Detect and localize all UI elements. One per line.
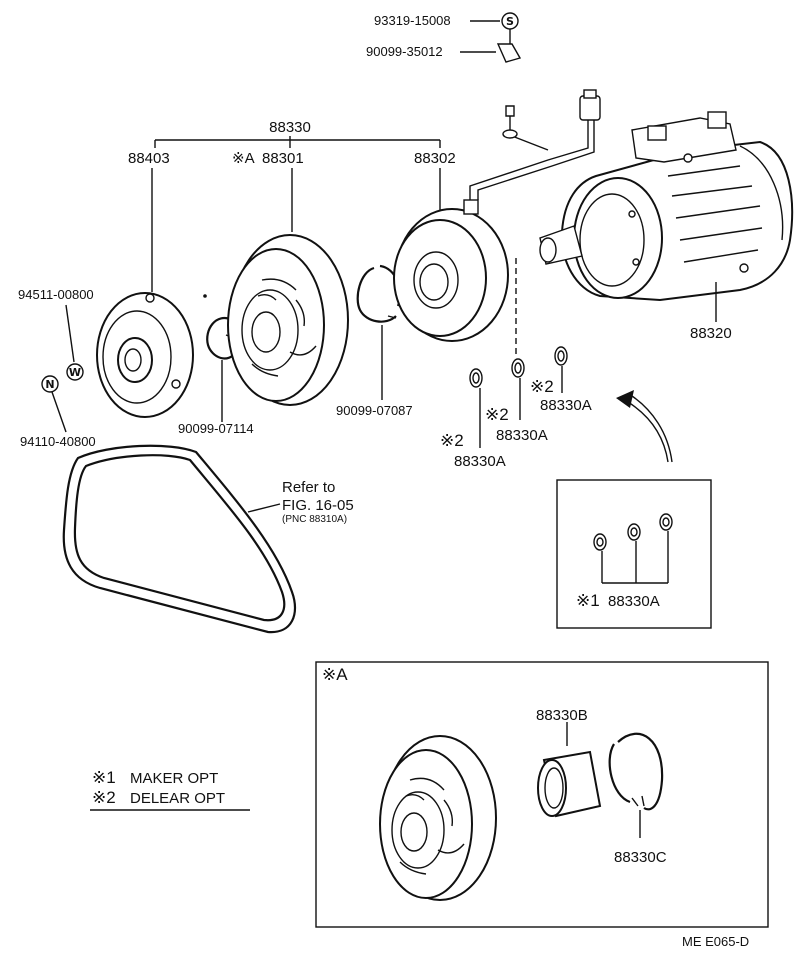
snap-ring-c: 88330C: [608, 732, 667, 866]
symbol-w-icon: [66, 363, 84, 381]
symbol-s-label: S: [506, 15, 514, 28]
assembly-number: 88330: [269, 119, 311, 136]
clutch-coil: [393, 199, 509, 342]
shim-set-mark: ※1: [576, 591, 600, 610]
curved-arrow-icon: [616, 390, 673, 463]
pulley-main: [227, 234, 349, 406]
pulley-left-number: 88403: [128, 150, 170, 167]
pulley-main-number: 88301: [262, 150, 304, 167]
refer-note: Refer to FIG. 16-05 (PNC 88310A): [247, 479, 354, 525]
refer-line-2: FIG. 16-05: [282, 497, 354, 514]
refer-line-3: (PNC 88310A): [282, 514, 347, 525]
legend: ※1 MAKER OPT ※2 DELEAR OPT: [90, 768, 250, 811]
nut-part-number: 94110-40800: [20, 434, 96, 449]
legend-item-2-mark: ※2: [92, 788, 116, 807]
snap-ring-c-number: 88330C: [614, 849, 667, 866]
legend-item-1-mark: ※1: [92, 768, 116, 787]
v-belt: [62, 444, 297, 634]
clip-callout: 90099-35012: [366, 43, 522, 63]
pulley-left: [96, 292, 194, 418]
washer-callout: 94511-00800 W: [18, 287, 94, 381]
inset-a: ※A 88330B 88330C: [315, 661, 769, 928]
shim-a2-number: 88330A: [496, 427, 548, 444]
shim-a2-mark: ※2: [485, 405, 509, 424]
clip-part-number: 90099-35012: [366, 44, 443, 59]
bolt-callout: 93319-15008 S: [374, 12, 519, 48]
shim-a1-number: 88330A: [454, 453, 506, 470]
shim-a1-mark: ※2: [440, 431, 464, 450]
shim-set-number: 88330A: [608, 593, 660, 610]
bolt-part-number: 93319-15008: [374, 13, 451, 28]
symbol-n-icon: [41, 375, 59, 393]
wire-harness: [469, 89, 601, 200]
nut-callout: N 94110-40800: [20, 375, 96, 449]
assembly-bracket: 88330 88403 ※A 88301 88302: [128, 119, 456, 292]
clutch-coil-number: 88302: [414, 150, 456, 167]
legend-item-1-text: MAKER OPT: [130, 770, 218, 787]
pulley-main-mark: ※A: [232, 150, 255, 167]
shim-group: ※2 88330A ※2 88330A ※2 88330A: [440, 346, 592, 470]
shim-a3-number: 88330A: [540, 397, 592, 414]
shim-set-box: ※1 88330A: [556, 479, 712, 629]
symbol-n-label: N: [45, 378, 54, 391]
bearing-number: 88330B: [536, 707, 588, 724]
inset-title: ※A: [322, 665, 348, 684]
legend-item-2-text: DELEAR OPT: [130, 790, 225, 807]
snap-ring-1-number: 90099-07114: [178, 421, 254, 436]
clip-icon: [496, 43, 522, 63]
bearing: 88330B: [536, 707, 602, 818]
refer-line-1: Refer to: [282, 479, 335, 496]
snap-ring-2-number: 90099-07087: [336, 403, 413, 418]
washer-part-number: 94511-00800: [18, 287, 94, 302]
compressor: 88320: [539, 111, 794, 342]
inset-pulley: [379, 735, 497, 901]
symbol-w-label: W: [69, 366, 81, 379]
footer-code: ME E065-D: [682, 934, 749, 949]
shim-a3-mark: ※2: [530, 377, 554, 396]
compressor-number: 88320: [690, 325, 732, 342]
